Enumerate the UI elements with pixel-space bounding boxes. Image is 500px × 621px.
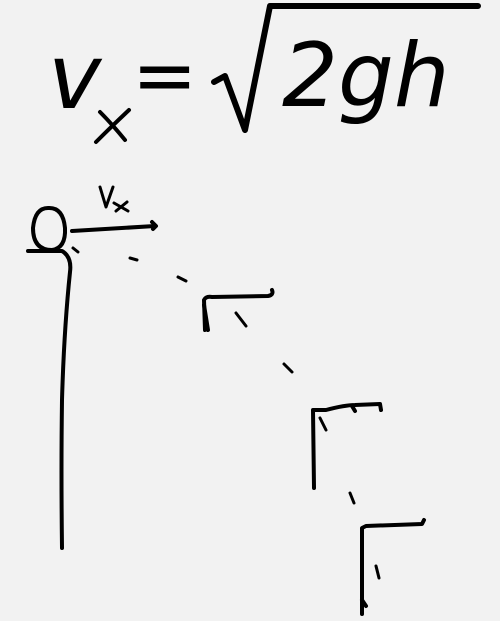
ball-circle: [31, 205, 68, 252]
trajectory-dash: [128, 256, 139, 262]
velocity-label-handwritten: [98, 185, 130, 213]
velocity-arrow-shaft: [70, 224, 157, 233]
equation: v = 2gh: [48, 3, 481, 144]
equation-radicand: 2gh: [282, 24, 450, 127]
cliff-edge: [26, 249, 73, 550]
velocity-arrow-head-icon: [150, 220, 158, 231]
stair-step-1: [202, 288, 275, 332]
stair-step-2: [311, 402, 383, 490]
trajectory-dash: [234, 311, 248, 328]
trajectory-dash: [318, 416, 328, 432]
square-root-icon: [211, 3, 481, 133]
equation-equals-sign: =: [132, 31, 197, 121]
stair-step-1-riser: [202, 303, 210, 332]
stair-step-2-notch: [350, 404, 357, 413]
projectile-sketch: [26, 185, 426, 616]
subscript-x-stroke-2: [94, 108, 131, 144]
trajectory-dash: [374, 564, 381, 580]
trajectory-dash: [71, 246, 80, 254]
stair-step-3: [360, 518, 426, 616]
trajectory-dashes: [71, 246, 381, 580]
trajectory-dash: [348, 491, 356, 505]
equation-lhs-variable: v: [48, 25, 103, 130]
label-v-stroke: [98, 185, 115, 209]
trajectory-dash: [282, 362, 294, 374]
trajectory-dash: [176, 275, 188, 283]
equation-lhs-subscript-handwritten: [94, 108, 131, 144]
stair-step-3-foot: [360, 598, 368, 608]
label-x-stroke: [112, 200, 130, 213]
